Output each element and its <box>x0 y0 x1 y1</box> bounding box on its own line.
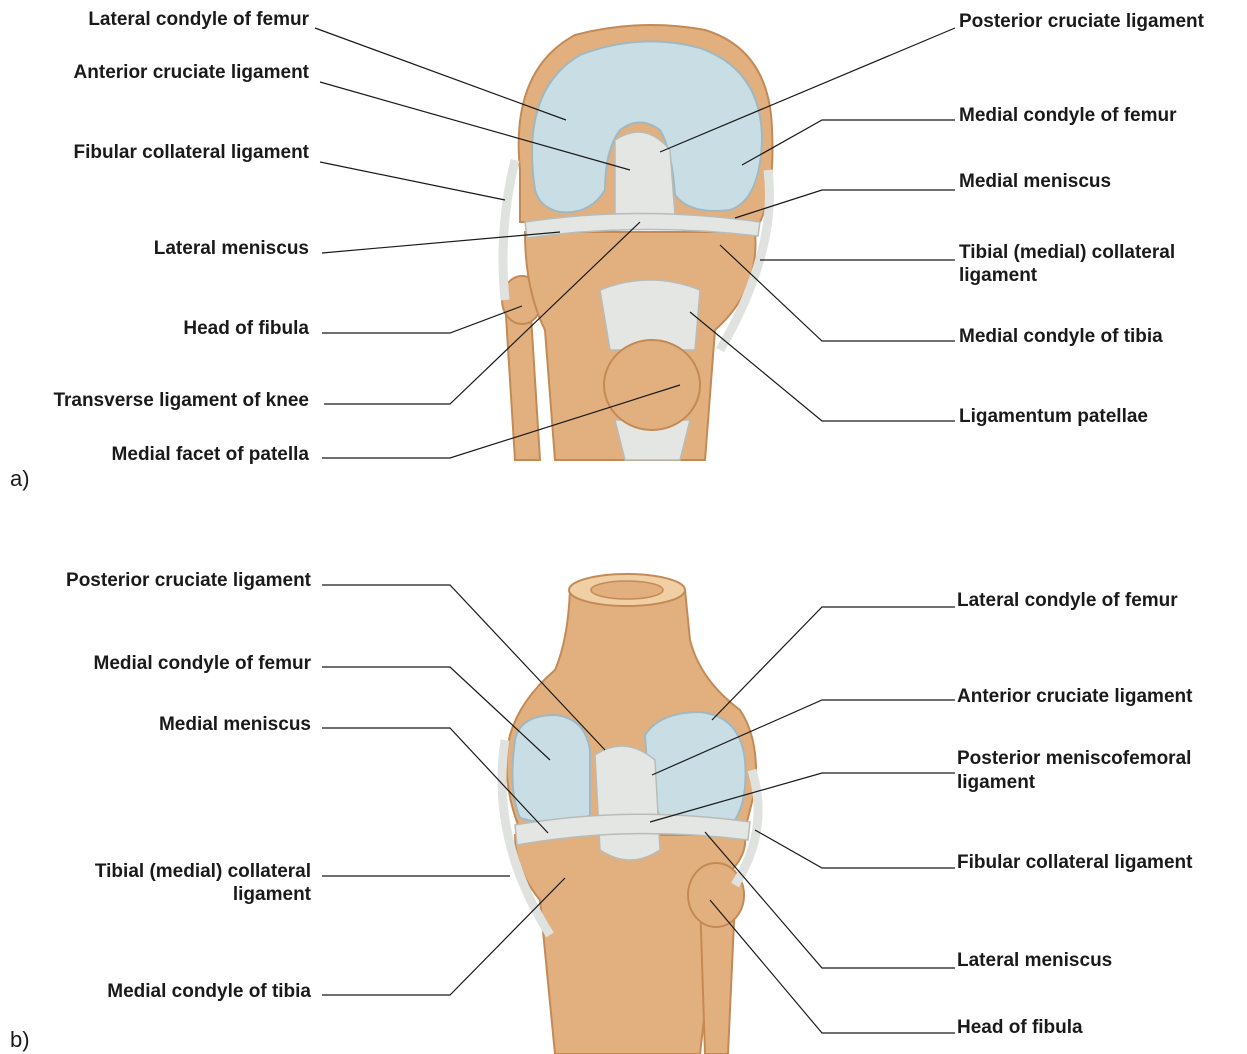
label-b-anterior-cruciate: Anterior cruciate ligament <box>957 685 1192 708</box>
label-a-transverse-ligament: Transverse ligament of knee <box>53 389 309 412</box>
label-b-medial-condyle-femur: Medial condyle of femur <box>94 652 311 675</box>
label-a-posterior-cruciate: Posterior cruciate ligament <box>959 10 1204 33</box>
label-a-anterior-cruciate: Anterior cruciate ligament <box>74 61 309 84</box>
label-b-lateral-meniscus: Lateral meniscus <box>957 949 1112 972</box>
label-a-medial-facet-patella: Medial facet of patella <box>112 443 309 466</box>
leader-a-fibular-collateral <box>320 162 505 200</box>
label-a-lateral-condyle-femur: Lateral condyle of femur <box>88 8 309 31</box>
leader-a-medial-condyle-femur <box>742 120 955 165</box>
label-b-medial-condyle-tibia: Medial condyle of tibia <box>107 980 311 1003</box>
label-a-medial-meniscus: Medial meniscus <box>959 170 1111 193</box>
label-a-ligamentum-patellae: Ligamentum patellae <box>959 405 1148 428</box>
cruciates-b <box>595 746 660 860</box>
label-a-fibular-collateral: Fibular collateral ligament <box>74 141 309 164</box>
label-b-head-of-fibula: Head of fibula <box>957 1016 1083 1039</box>
panel-b-knee-drawing <box>502 574 758 1054</box>
label-a-lateral-meniscus: Lateral meniscus <box>154 237 309 260</box>
panel-a-tag: a) <box>10 466 30 492</box>
label-b-tibial-collateral-line1: Tibial (medial) collateral <box>95 860 311 883</box>
label-a-tibial-collateral-line1: Tibial (medial) collateral <box>959 241 1175 264</box>
label-b-fibular-collateral: Fibular collateral ligament <box>957 851 1192 874</box>
lateral-condyle-cartilage-b <box>645 712 746 825</box>
leader-b-lateral-condyle-femur <box>712 607 955 720</box>
label-a-tibial-collateral-line2: ligament <box>959 264 1037 287</box>
leader-a-head-of-fibula <box>322 306 522 333</box>
label-b-posterior-cruciate: Posterior cruciate ligament <box>66 569 311 592</box>
leader-b-head-of-fibula <box>710 900 955 1033</box>
label-a-head-of-fibula: Head of fibula <box>183 317 309 340</box>
label-b-tibial-collateral-line2: ligament <box>233 883 311 906</box>
label-b-lateral-condyle-femur: Lateral condyle of femur <box>957 589 1178 612</box>
label-b-medial-meniscus: Medial meniscus <box>159 713 311 736</box>
fibula-head-b <box>688 863 744 927</box>
panel-a-knee-drawing <box>502 25 773 460</box>
leader-b-fibular-collateral <box>755 830 955 868</box>
leader-a-lateral-condyle-femur <box>315 28 566 120</box>
panel-b-tag: b) <box>10 1027 30 1053</box>
label-b-posterior-meniscofemoral-line1: Posterior meniscofemoral <box>957 747 1191 770</box>
label-a-medial-condyle-tibia: Medial condyle of tibia <box>959 325 1163 348</box>
label-b-posterior-meniscofemoral-line2: ligament <box>957 771 1035 794</box>
femur-canal-b <box>591 581 663 599</box>
label-a-medial-condyle-femur: Medial condyle of femur <box>959 104 1176 127</box>
patella-a <box>604 340 700 430</box>
